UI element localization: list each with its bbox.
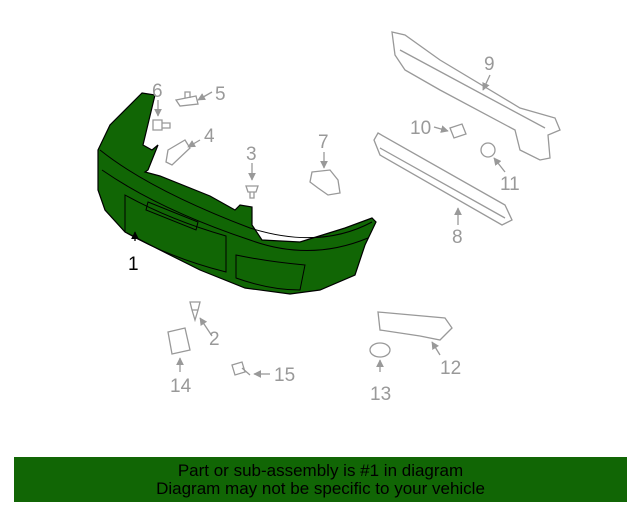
fog-lamp-cover-part-12[interactable]: 12 bbox=[377, 311, 461, 379]
callout-5: 5 bbox=[215, 84, 226, 105]
callout-10: 10 bbox=[410, 118, 431, 139]
callout-1: 1 bbox=[128, 254, 139, 275]
bolt-part-15[interactable]: 15 bbox=[231, 361, 295, 386]
callout-3: 3 bbox=[246, 144, 257, 165]
bracket-part-14[interactable]: 14 bbox=[167, 327, 192, 397]
banner-line-2: Diagram may not be specific to your vehi… bbox=[156, 478, 485, 498]
absorber-part-8[interactable]: 8 bbox=[373, 132, 513, 248]
bolt-part-10[interactable]: 10 bbox=[410, 118, 467, 139]
bracket-part-7[interactable]: 7 bbox=[309, 132, 341, 196]
clip-part-2[interactable]: 2 bbox=[189, 301, 220, 350]
callout-9: 9 bbox=[484, 54, 495, 75]
callout-2: 2 bbox=[209, 329, 220, 350]
front-bumper-part-1[interactable]: 1 bbox=[97, 92, 377, 295]
reinforcement-part-9[interactable]: 9 bbox=[391, 31, 561, 161]
ring-part-13[interactable]: 13 bbox=[369, 342, 391, 405]
parts-diagram: 1 2 3 4 5 6 7 8 bbox=[97, 31, 561, 405]
callout-14: 14 bbox=[170, 376, 192, 397]
callout-6: 6 bbox=[152, 81, 163, 102]
callout-15: 15 bbox=[274, 365, 295, 386]
callout-11: 11 bbox=[500, 174, 520, 195]
callout-12: 12 bbox=[440, 358, 461, 379]
info-banner: Part or sub-assembly is #1 in diagram Di… bbox=[14, 457, 627, 502]
bracket-part-4[interactable]: 4 bbox=[165, 126, 215, 166]
clip-part-3[interactable]: 3 bbox=[245, 144, 259, 199]
nut-part-5[interactable]: 5 bbox=[174, 84, 226, 107]
callout-7: 7 bbox=[318, 132, 329, 153]
callout-13: 13 bbox=[370, 384, 391, 405]
nut-part-11[interactable]: 11 bbox=[480, 142, 520, 195]
bolt-part-6[interactable]: 6 bbox=[152, 81, 171, 131]
callout-4: 4 bbox=[204, 126, 215, 147]
banner-line-1: Part or sub-assembly is #1 in diagram bbox=[177, 460, 464, 480]
callout-8: 8 bbox=[452, 227, 463, 248]
